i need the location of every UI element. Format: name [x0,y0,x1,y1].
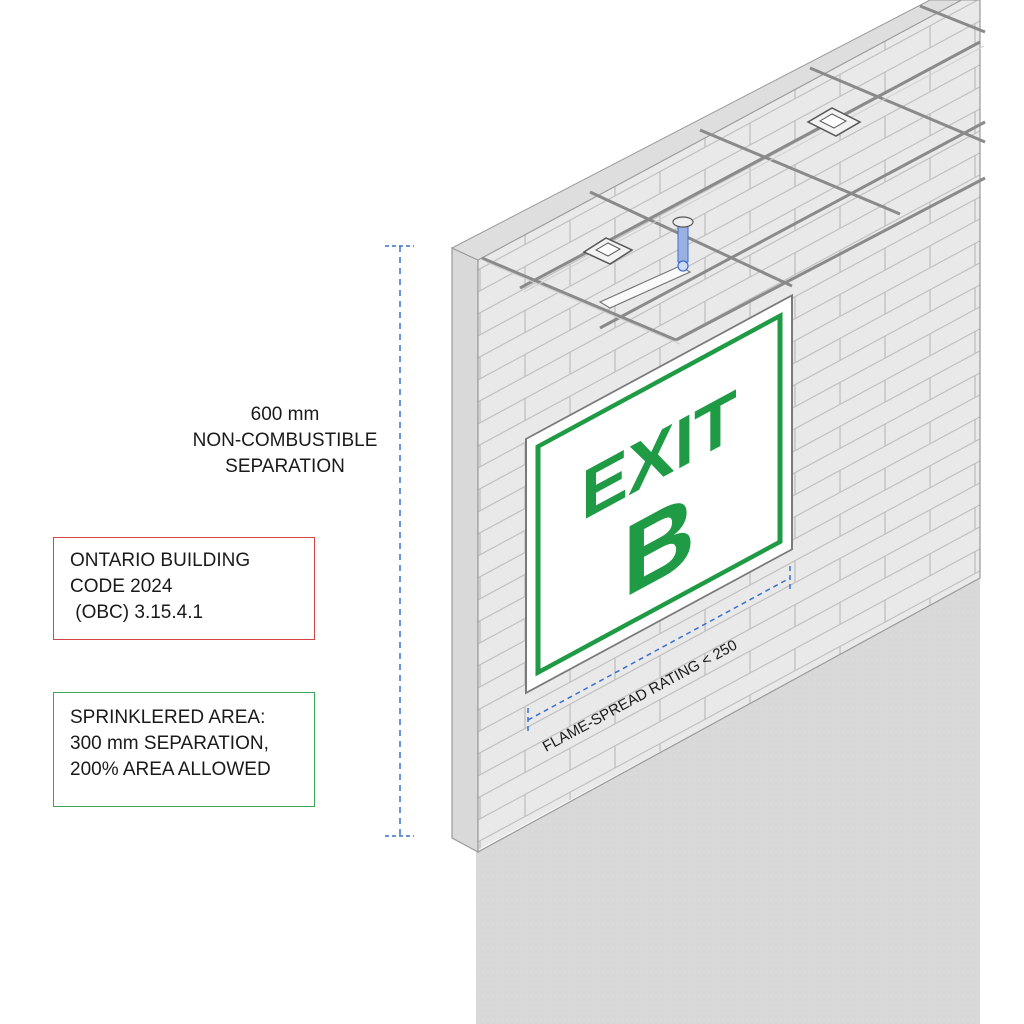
code-line1: ONTARIO BUILDING [70,550,251,571]
flame-spread-dimension [527,566,791,734]
sprinkler-line2: 300 mm SEPARATION, [70,733,269,754]
ceiling-fixture-1 [582,237,634,265]
code-line3: (OBC) 3.15.4.1 [70,602,204,623]
ceiling-fixture-2 [806,107,862,137]
separation-dimension [385,245,414,837]
separation-line3: SEPARATION [225,456,345,477]
sprinkler-line3: 200% AREA ALLOWED [70,759,271,780]
floor [476,578,980,1024]
separation-line1: 600 mm [250,404,320,425]
exit-sign: EXIT B [525,293,793,695]
separation-line2: NON-COMBUSTIBLE [192,430,378,451]
wall-top [450,0,981,261]
sprinkler-note-box: SPRINKLERED AREA: 300 mm SEPARATION, 200… [53,692,315,807]
sprinkler-head-icon [672,216,694,272]
ceiling-grid [481,4,986,342]
code-reference-box: ONTARIO BUILDING CODE 2024 (OBC) 3.15.4.… [53,537,315,640]
code-line2: CODE 2024 [70,576,173,597]
sprinkler-line1: SPRINKLERED AREA: [70,707,266,728]
separation-label: 600 mm NON-COMBUSTIBLE SEPARATION [150,402,420,480]
light-slot [598,265,692,309]
wall-end [451,247,479,854]
